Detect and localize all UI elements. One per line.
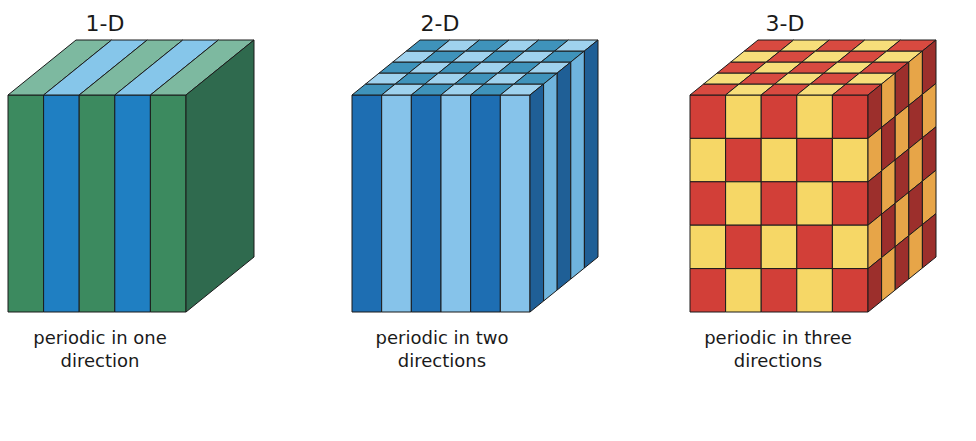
front-face-cell	[382, 95, 412, 312]
front-face-cell	[441, 95, 471, 312]
front-face-cell	[690, 225, 726, 268]
front-face-cell	[500, 95, 530, 312]
side-face-cell	[922, 214, 936, 268]
front-face-cell	[761, 269, 797, 312]
side-face-cell	[909, 225, 923, 279]
front-face-cell	[79, 95, 115, 312]
side-face-cell	[882, 247, 896, 301]
front-face-cell	[832, 95, 868, 138]
dimension-heading: 1-D	[86, 10, 125, 39]
front-face-cell	[726, 95, 762, 138]
caption-text: periodic in two directions	[357, 326, 527, 373]
side-face-cell	[868, 258, 882, 312]
side-face-cell	[186, 40, 254, 312]
front-face-cell	[797, 269, 833, 312]
front-face-cell	[797, 225, 833, 268]
front-face-cell	[726, 138, 762, 181]
dimension-heading: 2-D	[421, 10, 460, 39]
side-face-cell	[544, 73, 558, 301]
front-face-cell	[832, 138, 868, 181]
caption-text: periodic in three directions	[693, 326, 863, 373]
side-face-cell	[530, 84, 544, 312]
front-face-cell	[761, 225, 797, 268]
front-face-cell	[44, 95, 80, 312]
front-face-cell	[797, 95, 833, 138]
dimension-heading: 3-D	[766, 10, 805, 39]
side-face-cell	[584, 40, 598, 268]
front-face-cell	[115, 95, 151, 312]
front-face-cell	[832, 269, 868, 312]
front-face-cell	[690, 269, 726, 312]
front-face-cell	[690, 138, 726, 181]
front-face-cell	[150, 95, 186, 312]
front-face-cell	[726, 269, 762, 312]
front-face-cell	[797, 138, 833, 181]
front-face-cell	[690, 182, 726, 225]
side-face-cell	[557, 62, 571, 290]
front-face-cell	[797, 182, 833, 225]
front-face-cell	[761, 182, 797, 225]
front-face-cell	[761, 138, 797, 181]
side-face-cell	[895, 236, 909, 290]
front-face-cell	[411, 95, 441, 312]
front-face-cell	[352, 95, 382, 312]
front-face-cell	[726, 182, 762, 225]
front-face-cell	[726, 225, 762, 268]
front-face-cell	[690, 95, 726, 138]
front-face-cell	[471, 95, 501, 312]
side-face-cell	[571, 51, 585, 279]
front-face-cell	[8, 95, 44, 312]
front-face-cell	[832, 225, 868, 268]
front-face-cell	[761, 95, 797, 138]
front-face-cell	[832, 182, 868, 225]
caption-text: periodic in one direction	[15, 326, 185, 373]
